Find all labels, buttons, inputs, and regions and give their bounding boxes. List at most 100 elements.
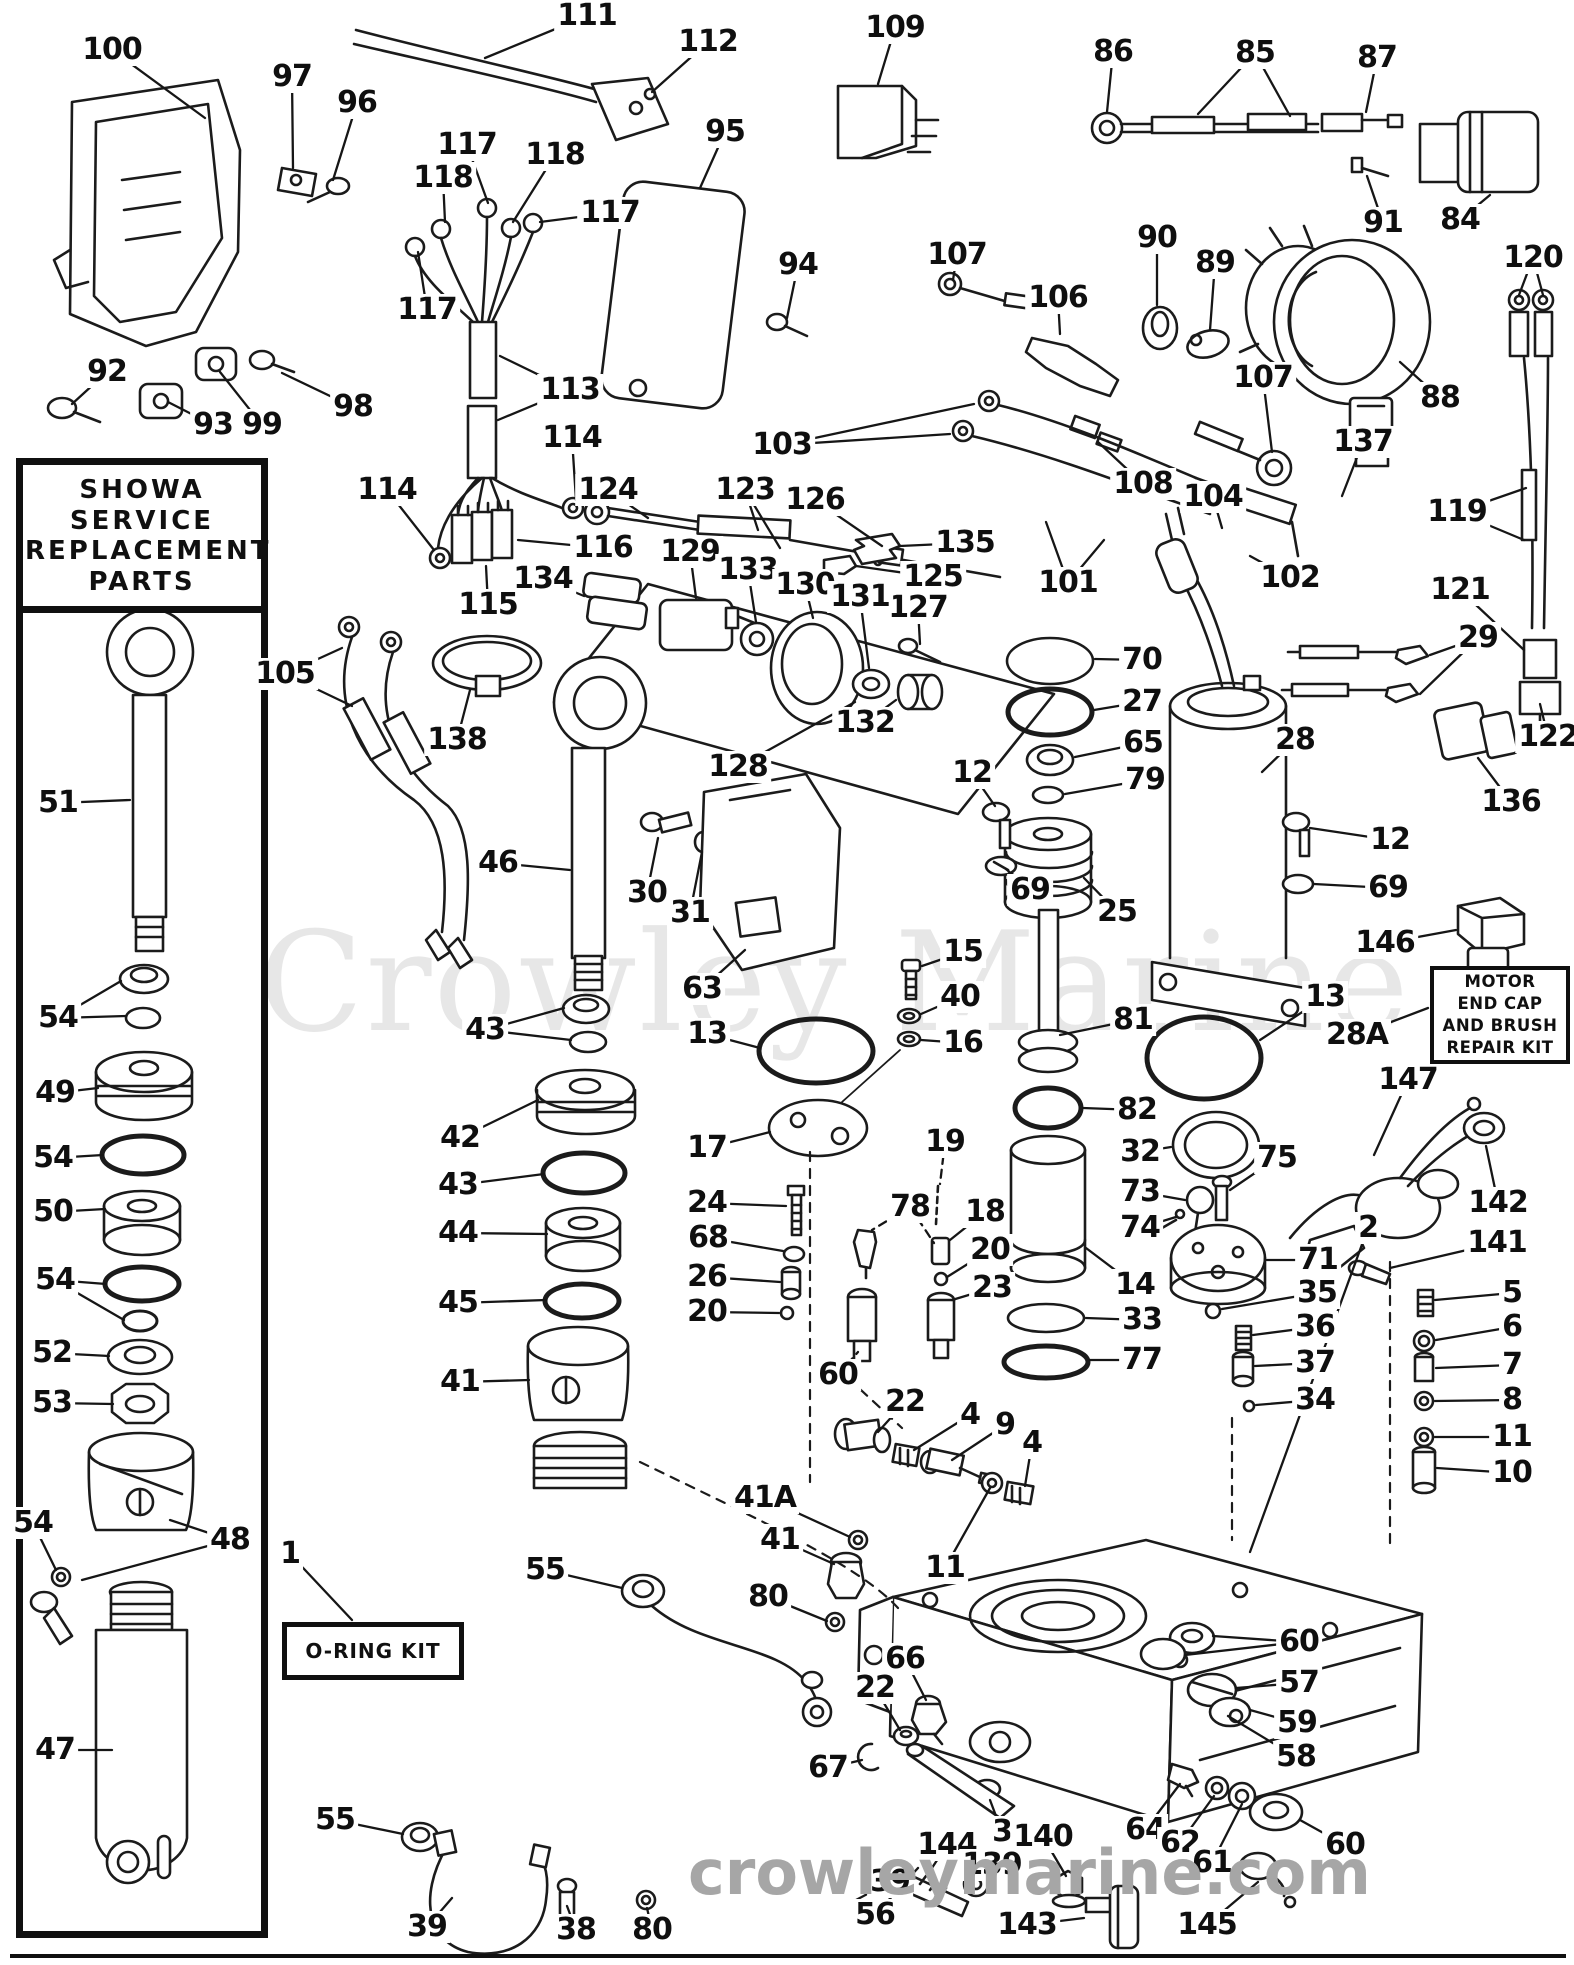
callout-66: 66 [882, 1643, 928, 1675]
orings-13-17-center-art [756, 1016, 901, 1158]
callout-89: 89 [1192, 247, 1238, 279]
callout-103: 103 [749, 429, 815, 461]
callout-142: 142 [1465, 1187, 1531, 1219]
callout-4: 4 [1019, 1427, 1045, 1459]
callout-104: 104 [1180, 481, 1246, 513]
callout-80: 80 [745, 1581, 791, 1613]
showa-service-parts-box: SHOWA SERVICE REPLACEMENT PARTS [16, 458, 269, 1938]
callout-87: 87 [1354, 42, 1400, 74]
callout-85: 85 [1232, 37, 1278, 69]
callout-35: 35 [1294, 1277, 1340, 1309]
callout-51: 51 [35, 787, 81, 819]
callout-54: 54 [30, 1142, 76, 1174]
callout-24: 24 [684, 1187, 730, 1219]
callout-2: 2 [1355, 1212, 1381, 1244]
callout-118: 118 [410, 162, 476, 194]
callout-139: 139 [959, 1849, 1025, 1881]
callout-41: 41 [757, 1524, 803, 1556]
callout-74: 74 [1117, 1212, 1163, 1244]
callout-52: 52 [29, 1337, 75, 1369]
callout-147: 147 [1375, 1064, 1441, 1096]
callout-56: 56 [852, 1899, 898, 1931]
callout-91: 91 [1360, 207, 1406, 239]
motor-kit-line-1: MOTOR [1464, 972, 1536, 992]
cables-107-art [937, 271, 1293, 487]
callout-102: 102 [1257, 562, 1323, 594]
connector-136-art [1433, 701, 1519, 761]
callout-30: 30 [624, 877, 670, 909]
callout-73: 73 [1117, 1176, 1163, 1208]
callout-28A: 28A [1323, 1019, 1391, 1051]
callout-126: 126 [782, 484, 848, 516]
callout-48: 48 [207, 1524, 253, 1556]
callout-132: 132 [832, 707, 898, 739]
callout-80: 80 [629, 1914, 675, 1946]
callout-19: 19 [922, 1126, 968, 1158]
callout-78: 78 [887, 1191, 933, 1223]
callout-58: 58 [1273, 1741, 1319, 1773]
callout-18: 18 [962, 1196, 1008, 1228]
callout-46: 46 [475, 847, 521, 879]
callout-39: 39 [404, 1911, 450, 1943]
watermark-crowleymarine-com: crowleymarine.com [688, 1836, 1371, 1909]
showa-line-1: SHOWA [79, 475, 205, 505]
callout-6: 6 [1499, 1311, 1525, 1343]
callout-60: 60 [815, 1359, 861, 1391]
callout-39: 39 [867, 1866, 913, 1898]
callout-61: 61 [1189, 1847, 1235, 1879]
valve-column-5-10-art [1411, 1288, 1437, 1495]
callout-145: 145 [1174, 1909, 1240, 1941]
callout-65: 65 [1120, 727, 1166, 759]
callout-143: 143 [994, 1909, 1060, 1941]
callout-125: 125 [900, 561, 966, 593]
callout-54: 54 [35, 1002, 81, 1034]
callout-68: 68 [685, 1222, 731, 1254]
callout-94: 94 [775, 249, 821, 281]
callout-20: 20 [684, 1296, 730, 1328]
showa-box-heading: SHOWA SERVICE REPLACEMENT PARTS [23, 465, 269, 613]
callout-75: 75 [1254, 1142, 1300, 1174]
callout-82: 82 [1114, 1094, 1160, 1126]
callout-22: 22 [882, 1386, 928, 1418]
callout-99: 99 [239, 409, 285, 441]
callout-40: 40 [937, 981, 983, 1013]
showa-line-2: SERVICE [69, 505, 215, 536]
grommet-90-bulb-89-art [1141, 305, 1230, 359]
hose-39-38-80-art [428, 1829, 657, 1955]
callout-17: 17 [684, 1132, 730, 1164]
assembly-dashed-lines [638, 1150, 1392, 1610]
callout-27: 27 [1119, 686, 1165, 718]
callout-70: 70 [1119, 644, 1165, 676]
screw-24-68-26-20-art [779, 1184, 806, 1321]
callout-31: 31 [667, 897, 713, 929]
callout-117: 117 [394, 294, 460, 326]
callout-69: 69 [1365, 872, 1411, 904]
callout-97: 97 [269, 61, 315, 93]
callout-92: 92 [84, 356, 130, 388]
center-cylinder-41-45-art [526, 993, 637, 1490]
callout-109: 109 [862, 12, 928, 44]
callout-131: 131 [827, 581, 893, 613]
callout-137: 137 [1330, 426, 1396, 458]
callout-60: 60 [1322, 1829, 1368, 1861]
callout-107: 107 [1230, 362, 1296, 394]
coupler-22-valves-4-9-11-art [833, 1417, 1035, 1506]
callout-123: 123 [712, 474, 778, 506]
callout-119: 119 [1424, 496, 1490, 528]
callout-67: 67 [805, 1752, 851, 1784]
callout-53: 53 [29, 1387, 75, 1419]
callout-43: 43 [462, 1014, 508, 1046]
callout-129: 129 [657, 536, 723, 568]
callout-69: 69 [1007, 874, 1053, 906]
callout-118: 118 [522, 139, 588, 171]
oring-kit-label-box: O-RING KIT [282, 1622, 464, 1680]
callout-112: 112 [675, 26, 741, 58]
callout-84: 84 [1437, 204, 1483, 236]
callout-114: 114 [539, 422, 605, 454]
callout-60: 60 [1276, 1626, 1322, 1658]
bottom-hardware-3-56-139-140-143-144-art [856, 1694, 1140, 1950]
callout-122: 122 [1515, 721, 1574, 753]
switch-panel-128-art [552, 582, 1056, 816]
callout-135: 135 [932, 527, 998, 559]
callout-55: 55 [312, 1804, 358, 1836]
